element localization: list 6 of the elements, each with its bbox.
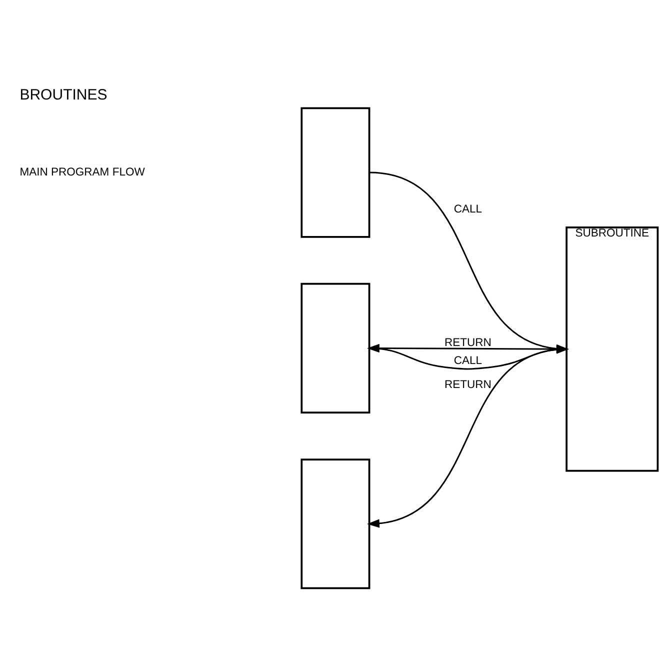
diagram-title: BROUTINES bbox=[20, 86, 108, 104]
edge-label: CALL bbox=[454, 203, 482, 216]
edge-label: CALL bbox=[454, 354, 482, 366]
label: MAIN PROGRAM FLOW bbox=[20, 166, 145, 178]
edge-label: RETURN bbox=[444, 336, 492, 348]
edge-label: RETURN bbox=[444, 378, 492, 391]
